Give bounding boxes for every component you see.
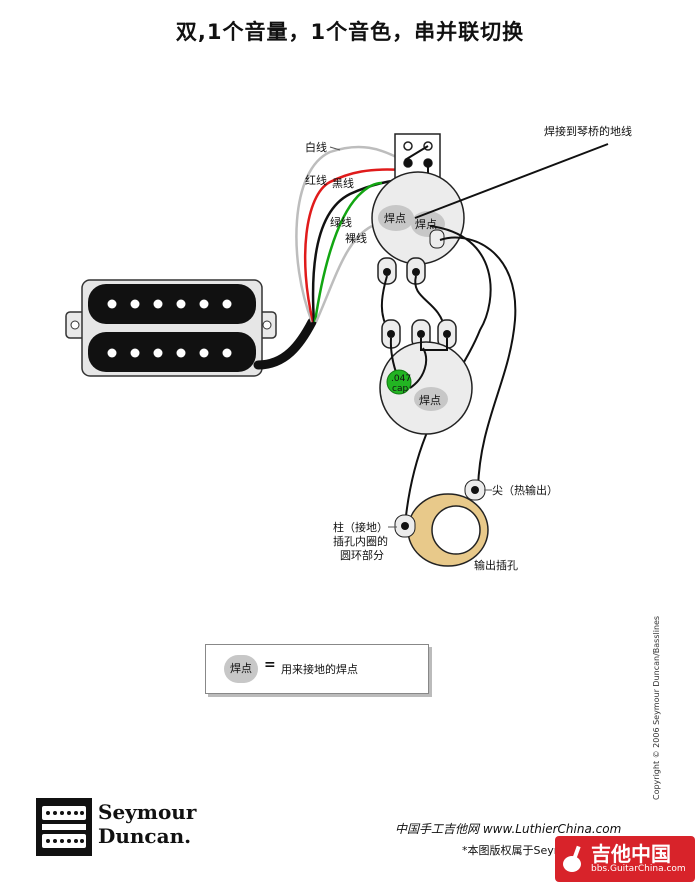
page-title: 双,1个音量，1个音色，串并联切换 (175, 20, 525, 44)
logo-mark-icon (36, 798, 92, 856)
cap-value-label: .047 (391, 374, 411, 384)
green-wire-label: 绿线 (330, 215, 352, 229)
sleeve-label-1: 柱（接地） (333, 520, 388, 534)
green-wire (313, 181, 383, 323)
black-wire (311, 178, 405, 323)
humbucker-pickup (65, 279, 277, 377)
legend-equals: = (264, 657, 276, 673)
pickup-cable (253, 317, 317, 370)
white-wire-label: 白线 (305, 140, 327, 154)
black-wire-label: 黑线 (332, 176, 354, 190)
bridge-ground-label: 焊接到琴桥的地线 (544, 124, 632, 138)
bare-wire-label: 裸线 (345, 231, 367, 245)
watermark-url: bbs.GuitarChina.com (591, 864, 686, 874)
solder-point-label-2: 焊点 (415, 217, 437, 231)
guitar-icon (561, 844, 587, 874)
red-wire-label: 红线 (305, 173, 327, 187)
volume-pot (371, 171, 465, 285)
solder-point-label-1: 焊点 (384, 211, 406, 225)
red-wire (303, 168, 403, 323)
footer-rights: *本图版权属于Seymour (462, 844, 583, 857)
legend-text: 用来接地的焊点 (281, 663, 358, 676)
cap-unit-label: cap (392, 384, 408, 394)
logo-text-line-1: Seymour (98, 800, 197, 824)
watermark-title: 吉他中国 (591, 842, 671, 866)
output-jack (394, 479, 489, 567)
bridge-ground-wire (414, 143, 609, 219)
sleeve-label-3: 圆环部分 (340, 548, 384, 562)
solder-point-label-3: 焊点 (419, 393, 441, 407)
copyright-notice: Copyright © 2006 Seymour Duncan/Bassline… (652, 615, 661, 800)
tip-label: 尖（热输出） (492, 483, 558, 497)
guitarchina-watermark: 吉他中国 bbs.GuitarChina.com (555, 836, 695, 882)
bare-wire (314, 224, 373, 323)
white-wire (295, 145, 403, 323)
tone-capacitor (386, 369, 412, 395)
legend-solder-dot: 焊点 (224, 655, 258, 683)
legend-box: 焊点 = 用来接地的焊点 (205, 644, 429, 694)
footer-site[interactable]: 中国手工吉他网 www.LuthierChina.com (395, 822, 622, 836)
tone-pot (379, 319, 473, 435)
output-jack-label: 输出插孔 (474, 558, 518, 572)
sleeve-label-2: 插孔内圈的 (333, 534, 388, 548)
pickup-wires (295, 145, 405, 323)
logo-text-line-2: Duncan. (98, 824, 192, 848)
seymour-duncan-logo: Seymour Duncan. (36, 798, 206, 856)
